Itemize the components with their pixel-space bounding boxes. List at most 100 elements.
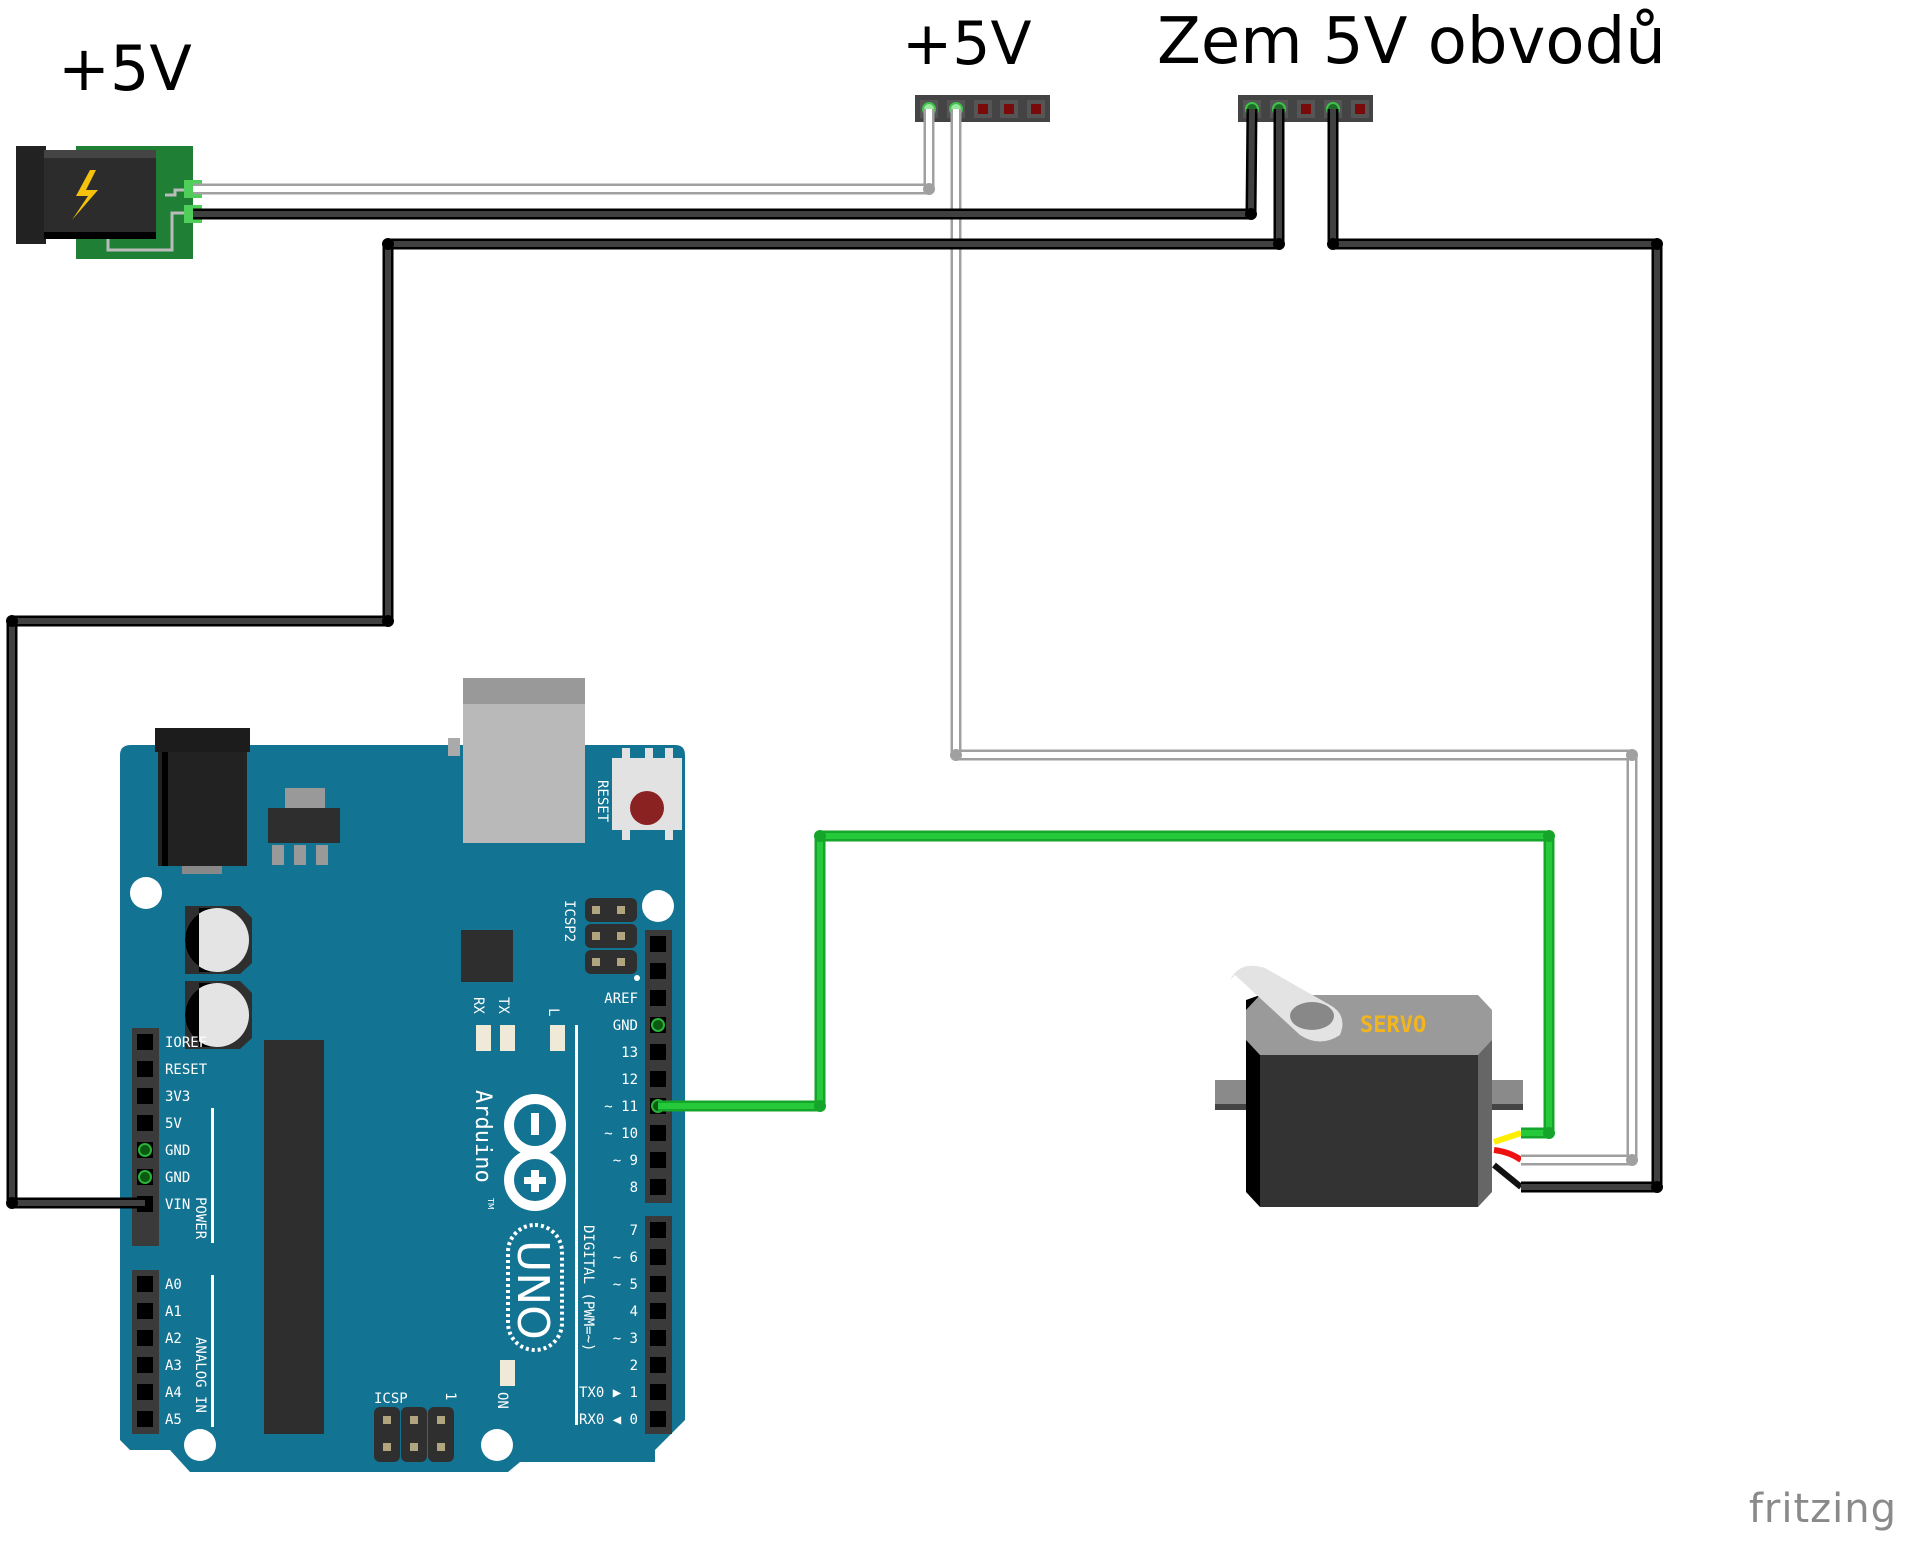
header-pin[interactable] xyxy=(650,963,666,979)
arduino-uno[interactable]: RESET xyxy=(120,678,685,1472)
header-5v-label: +5V xyxy=(902,9,1032,79)
wire-bendpoint[interactable] xyxy=(1626,1154,1638,1166)
pin-label: 2 xyxy=(630,1358,638,1374)
header-pin[interactable] xyxy=(650,1044,666,1060)
led-label-tx: TX xyxy=(495,997,511,1014)
wire-bendpoint[interactable] xyxy=(814,1100,826,1112)
header-pin[interactable] xyxy=(650,1330,666,1346)
pin-label: ~ 10 xyxy=(604,1126,638,1142)
icsp-pin1-label: 1 xyxy=(442,1392,458,1400)
usb-chip xyxy=(461,930,513,982)
header-pin[interactable] xyxy=(650,1276,666,1292)
power-jack[interactable] xyxy=(16,146,202,259)
header-pin[interactable] xyxy=(650,1303,666,1319)
icsp2-label: ICSP2 xyxy=(561,900,577,942)
pin-socket xyxy=(1355,104,1365,114)
pin-label: GND xyxy=(613,1018,638,1034)
pin-label: 4 xyxy=(630,1304,638,1320)
wire-bendpoint[interactable] xyxy=(1651,1181,1663,1193)
header-pin[interactable] xyxy=(137,1384,153,1400)
usb-connector xyxy=(448,738,460,756)
header-pin[interactable] xyxy=(137,1411,153,1427)
reset-button[interactable] xyxy=(612,748,682,840)
header-5v[interactable] xyxy=(915,95,1050,122)
capacitor xyxy=(185,906,252,974)
header-pin[interactable] xyxy=(137,1330,153,1346)
wire-bendpoint[interactable] xyxy=(814,830,826,842)
pin-label: ~ 3 xyxy=(613,1331,638,1347)
reset-label: RESET xyxy=(594,780,610,823)
pin-label: ~ 9 xyxy=(613,1153,638,1169)
wire-bendpoint[interactable] xyxy=(6,615,18,627)
wire-bendpoint[interactable] xyxy=(923,183,935,195)
wire-bendpoint[interactable] xyxy=(1543,830,1555,842)
pin-label: RESET xyxy=(165,1062,208,1078)
analog-header xyxy=(132,1270,159,1434)
led-label-rx: RX xyxy=(470,997,486,1014)
capacitor xyxy=(185,981,252,1049)
pin-label: A3 xyxy=(165,1358,182,1374)
wire-bendpoint[interactable] xyxy=(950,749,962,761)
pin-socket xyxy=(1031,104,1041,114)
header-pin[interactable] xyxy=(137,1034,153,1050)
uno-label: UNO xyxy=(507,1240,558,1340)
header-pin[interactable] xyxy=(650,1384,666,1400)
pin-label: 3V3 xyxy=(165,1089,190,1105)
wire-bendpoint[interactable] xyxy=(1651,238,1663,250)
header-pin[interactable] xyxy=(650,936,666,952)
header-pin[interactable] xyxy=(137,1303,153,1319)
arduino-logo xyxy=(504,1094,566,1211)
pin-label: 12 xyxy=(621,1072,638,1088)
connected-pin-indicator xyxy=(138,1170,152,1184)
header-pin[interactable] xyxy=(650,1071,666,1087)
fritzing-logo: fritzing xyxy=(1748,1486,1897,1532)
header-pin[interactable] xyxy=(650,1411,666,1427)
power-wire-jack-to-header[interactable] xyxy=(193,109,932,192)
digital-header-label: DIGITAL (PWM=~) xyxy=(580,1225,596,1351)
header-pin[interactable] xyxy=(650,990,666,1006)
wire-bendpoint[interactable] xyxy=(6,1197,18,1209)
pin-label: IOREF xyxy=(165,1035,207,1051)
pin-label: GND xyxy=(165,1170,190,1186)
analog-header-label: ANALOG IN xyxy=(192,1337,208,1413)
on-label: ON xyxy=(494,1392,510,1409)
servo-motor[interactable]: SERVO xyxy=(1215,965,1523,1207)
wire-bendpoint[interactable] xyxy=(1543,1127,1555,1139)
atmega-chip xyxy=(264,1040,324,1434)
ground-wire-jack-to-header-outline xyxy=(193,108,1258,220)
header-pin[interactable] xyxy=(650,1249,666,1265)
wire-bendpoint[interactable] xyxy=(382,238,394,250)
header-pin[interactable] xyxy=(650,1357,666,1373)
header-pin[interactable] xyxy=(650,1222,666,1238)
header-pin[interactable] xyxy=(650,1125,666,1141)
header-pin[interactable] xyxy=(137,1276,153,1292)
pin-label: ~ 11 xyxy=(604,1099,638,1115)
wire-bendpoint[interactable] xyxy=(1273,238,1285,250)
header-pin[interactable] xyxy=(137,1061,153,1077)
header-pin[interactable] xyxy=(650,1152,666,1168)
digital-header-low xyxy=(645,1216,672,1434)
pin-label: ~ 6 xyxy=(613,1250,638,1266)
wire-bendpoint[interactable] xyxy=(1626,749,1638,761)
header-pin[interactable] xyxy=(137,1115,153,1131)
pin-label: TX0 ▶ 1 xyxy=(579,1385,638,1401)
power-wire-jack-to-header-outline xyxy=(193,109,935,195)
pin-label: A0 xyxy=(165,1277,182,1293)
header-pin[interactable] xyxy=(137,1088,153,1104)
header-pin[interactable] xyxy=(137,1357,153,1373)
pin-label: A5 xyxy=(165,1412,182,1428)
header-pin[interactable] xyxy=(650,1179,666,1195)
power-header xyxy=(132,1028,159,1246)
wire-bendpoint[interactable] xyxy=(1245,208,1257,220)
pin-label: AREF xyxy=(604,991,638,1007)
ground-wire-jack-to-header[interactable] xyxy=(193,108,1255,217)
icsp2-header xyxy=(585,898,640,981)
pin-label: A1 xyxy=(165,1304,182,1320)
header-gnd-label: Zem 5V obvodů xyxy=(1157,5,1666,79)
wire-bendpoint[interactable] xyxy=(382,615,394,627)
header-gnd[interactable] xyxy=(1238,95,1373,122)
pin-label: 8 xyxy=(630,1180,638,1196)
pin-label: RX0 ◀ 0 xyxy=(579,1412,638,1428)
wire-bendpoint[interactable] xyxy=(1327,238,1339,250)
led-label-l: L xyxy=(545,1008,561,1016)
